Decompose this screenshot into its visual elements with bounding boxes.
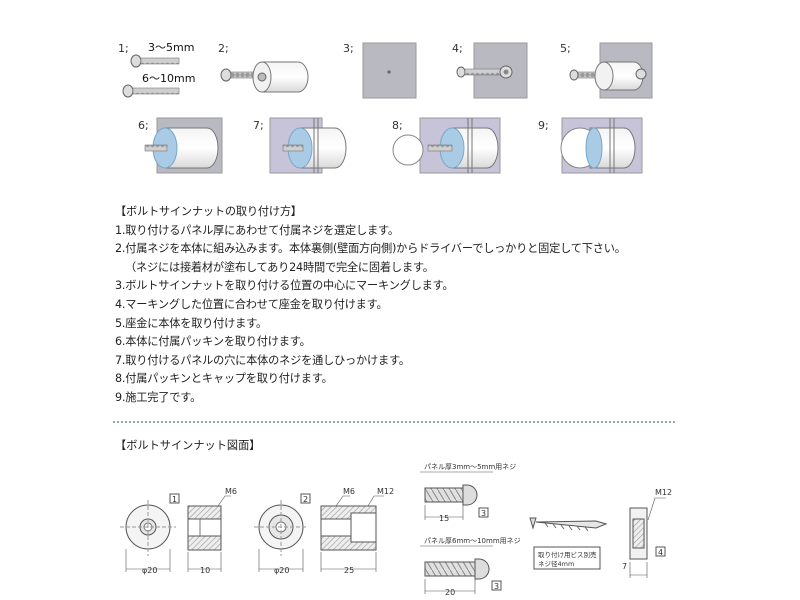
step-6: 6;: [138, 117, 223, 174]
instruction-line: 4.マーキングした位置に合わせて座金を取り付けます。: [115, 297, 388, 311]
part-number: 4: [658, 548, 663, 557]
step-label: 9;: [538, 119, 549, 132]
part-number: 3: [494, 582, 499, 591]
dotted-divider: [113, 421, 675, 423]
step-label: 6;: [138, 119, 149, 132]
drawing-cap: M12 7 4: [622, 488, 672, 578]
drawing-screw-long: パネル厚6mm～10mm用ネジ 20 3: [420, 537, 521, 597]
step-2: 2;: [218, 42, 309, 93]
screw-caption: パネル厚6mm～10mm用ネジ: [424, 537, 521, 545]
screw-short-label: 3～5mm: [148, 41, 194, 54]
screw-long: [122, 84, 180, 98]
instruction-line: 3.ボルトサインナットを取り付ける位置の中心にマーキングします。: [115, 279, 454, 293]
step-label: 1;: [118, 42, 129, 55]
step-label: 4;: [452, 42, 463, 55]
part-number: 1: [172, 495, 177, 504]
instruction-line: 9.施工完了です。: [115, 390, 202, 404]
dimension-diameter: φ20: [142, 566, 157, 575]
dimension-length: 7: [622, 562, 627, 571]
step-8: 8;: [392, 117, 501, 174]
instruction-line: 2.付属ネジを本体に組み込みます。本体裏側(壁面方向側)からドライバーでしっかり…: [115, 242, 626, 256]
screw-note: ネジ径4mm: [538, 559, 574, 568]
instruction-line: 6.本体に付属パッキンを取り付けます。: [115, 335, 311, 349]
instruction-line: 7.取り付けるパネルの穴に本体のネジを通しひっかけます。: [115, 353, 410, 367]
thread-label: M12: [377, 487, 394, 496]
step-label: 7;: [253, 119, 264, 132]
dimension-length: 20: [445, 588, 455, 597]
step-label: 8;: [392, 119, 403, 132]
part-number: 3: [481, 509, 486, 518]
drawings-title: 【ボルトサインナット図面】: [115, 439, 261, 452]
instructions-title: 【ボルトサインナットの取り付け方】: [115, 205, 302, 218]
drawing-body: φ20 2 M6 M12 25: [254, 487, 394, 575]
drawing-mounting-screw: 取り付け用ビス別売 ネジ径4mm: [529, 517, 608, 570]
instruction-line: 1.取り付けるパネル厚にあわせて付属ネジを選定します。: [115, 223, 399, 237]
instruction-note: （ネジには接着材が塗布してあり24時間で完全に固着します。: [125, 260, 434, 274]
drawing-screw-short: パネル厚3mm～5mm用ネジ 15 3: [420, 463, 516, 523]
dimension-length: 25: [344, 566, 354, 575]
step-label: 3;: [343, 42, 354, 55]
step-5: 5;: [560, 42, 653, 99]
part-number: 2: [303, 495, 308, 504]
step-label: 2;: [218, 42, 229, 55]
dimension-diameter: φ20: [274, 566, 289, 575]
step-3: 3;: [343, 42, 417, 99]
instruction-line: 8.付属パッキンとキャップを取り付けます。: [115, 372, 333, 386]
step-4: 4;: [452, 42, 528, 99]
step-9: 9;: [538, 117, 643, 174]
thread-label: M6: [225, 487, 237, 496]
assembly-steps-illustration: 1; 3～5mm 6～10mm 2; 3; 4; 5;: [118, 41, 653, 174]
step-label: 5;: [560, 42, 571, 55]
screw-long-label: 6～10mm: [142, 72, 195, 85]
screw-caption: パネル厚3mm～5mm用ネジ: [424, 463, 516, 471]
thread-label: M12: [655, 488, 672, 497]
step-7: 7;: [253, 117, 347, 174]
dimension-length: 10: [200, 566, 210, 575]
drawing-base-plate: φ20 1 M6 10: [120, 487, 237, 575]
thread-label: M6: [343, 487, 355, 496]
instruction-line: 5.座金に本体を取り付けます。: [115, 316, 267, 330]
technical-drawings: φ20 1 M6 10 φ20 2 M6 M12 25: [120, 463, 672, 597]
screw-short: [130, 54, 180, 68]
screw-note: 取り付け用ビス別売: [538, 550, 597, 559]
dimension-length: 15: [439, 514, 449, 523]
installation-instructions: 【ボルトサインナットの取り付け方】 1.取り付けるパネル厚にあわせて付属ネジを選…: [115, 203, 715, 408]
step-1: 1; 3～5mm 6～10mm: [118, 41, 195, 98]
